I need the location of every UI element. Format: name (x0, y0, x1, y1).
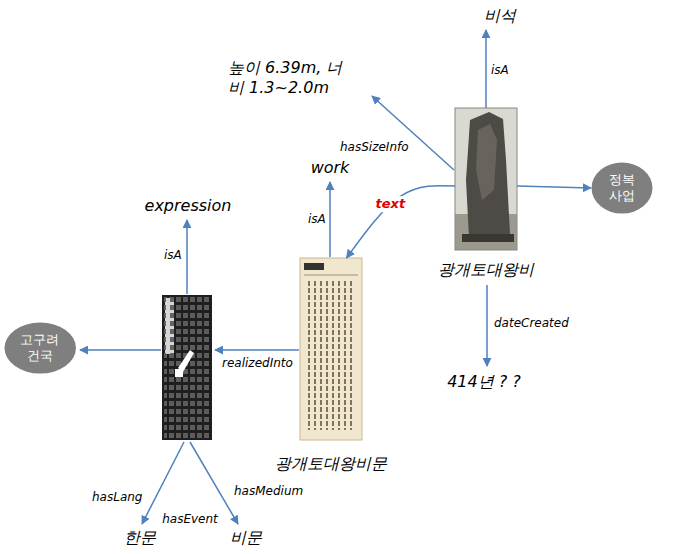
event-arrow (80, 349, 161, 351)
class-label: 비석 (484, 6, 516, 26)
stele-photo (455, 108, 517, 250)
document-image (300, 258, 362, 440)
photo-sky (455, 108, 517, 250)
photo-frame (455, 108, 517, 250)
topic-ellipse: 고구려 건국 (4, 322, 76, 374)
relation-label: realizedInto (222, 356, 293, 371)
relation-label: isA (164, 248, 182, 263)
rubbing-characters (164, 297, 210, 438)
rubbing-ground (162, 295, 212, 440)
date-label: 414년 ? ? (447, 372, 521, 392)
date-arrow (486, 285, 488, 366)
relation-label: hasLang (92, 490, 142, 505)
document-text-columns (304, 280, 356, 430)
relation-label: isA (491, 63, 509, 78)
isa-arrow (485, 30, 487, 108)
node-caption: 광개토대왕비문 (275, 454, 387, 473)
value-label: 한문 (124, 528, 156, 548)
topic-ellipse: 정복 사업 (591, 162, 653, 214)
size-label: 높이 6.39m, 너비 1.3~2.0m (228, 58, 344, 98)
class-label: expression (145, 196, 232, 216)
photo-node: 광개토대왕비 (455, 108, 517, 250)
rubbing-white-mark (175, 369, 183, 377)
size-arrow (372, 96, 454, 170)
rubbing-white-mark (178, 350, 194, 372)
node-text: 고구려 건국 (18, 332, 62, 363)
rubbing-title-characters (165, 298, 174, 354)
ellipse-fill (592, 162, 653, 213)
node-caption: 광개토대왕비 (438, 260, 534, 279)
medium-arrow (190, 442, 238, 524)
document-rule (304, 275, 358, 276)
relation-label: hasSizeInfo (340, 140, 409, 155)
text-relation-arrow (347, 186, 456, 258)
edge-label: text (374, 196, 408, 212)
relation-label: isA (308, 212, 326, 227)
isa-arrow (329, 182, 331, 257)
relation-arrow (517, 186, 591, 188)
document-page (300, 258, 362, 440)
rubbing-title-column (165, 298, 174, 354)
stele-highlight (476, 124, 497, 200)
ellipse-fill (4, 322, 75, 373)
document-node: 광개토대왕비문 (300, 258, 362, 440)
isa-arrow (186, 220, 188, 294)
value-label: 비문 (230, 528, 262, 548)
relation-label: hasMedium (234, 484, 303, 499)
lang-arrow (142, 442, 184, 524)
document-heading-mark (304, 263, 324, 270)
node-text: 정복 사업 (607, 172, 637, 203)
stele-base (462, 234, 514, 242)
relation-label: dateCreated (494, 316, 569, 331)
class-label: work (311, 158, 350, 178)
realized-arrow (215, 349, 299, 351)
stele-stone (466, 112, 510, 238)
rubbing-image (162, 295, 212, 440)
relation-label: hasEvent (162, 512, 218, 527)
